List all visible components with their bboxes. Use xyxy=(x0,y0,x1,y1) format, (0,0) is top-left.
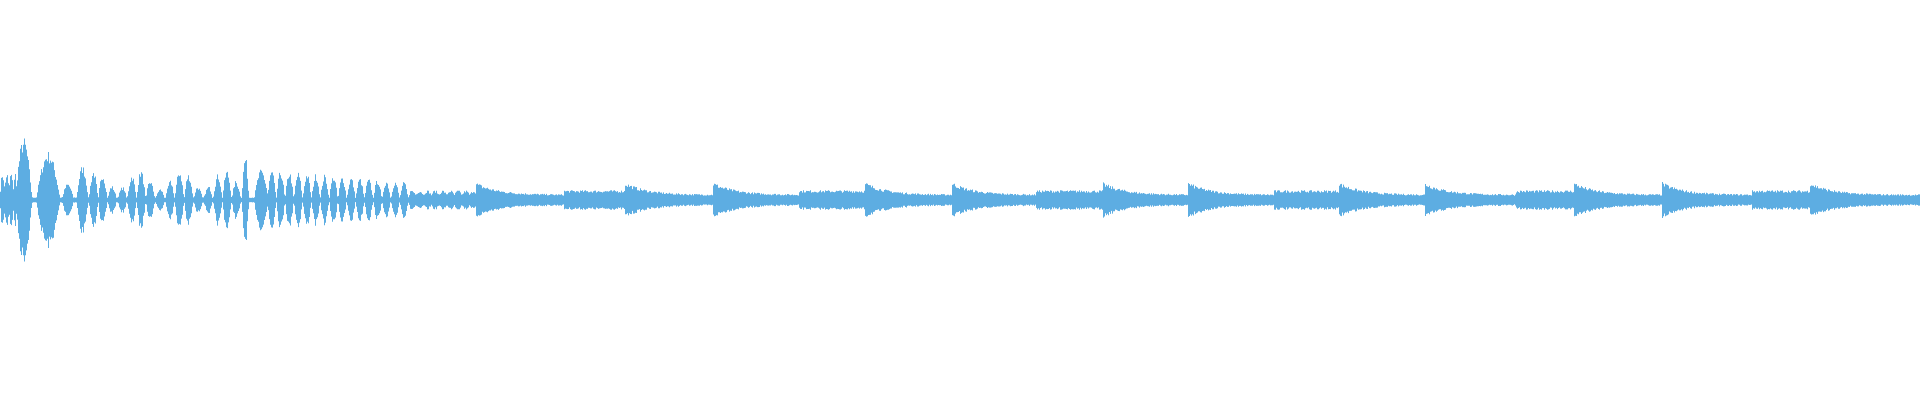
waveform-path xyxy=(0,138,1920,262)
